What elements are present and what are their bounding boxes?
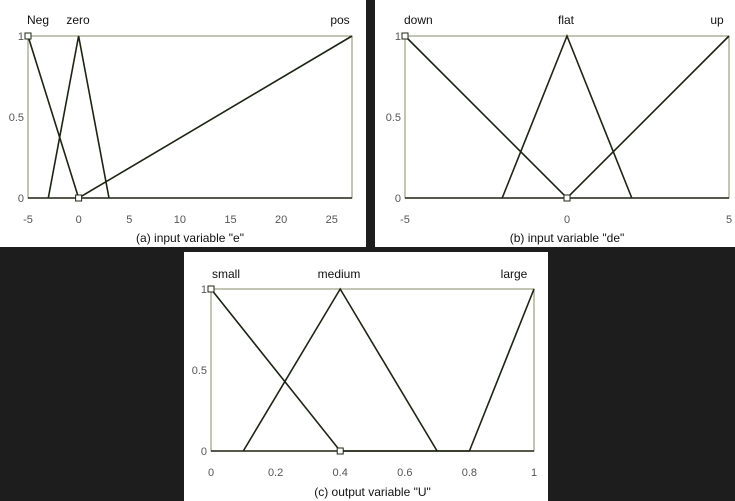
x-tick-label: 0 (564, 214, 570, 226)
axes-frame (27, 35, 353, 199)
y-tick-label: 1 (395, 31, 401, 43)
y-tick-label: 1 (18, 31, 24, 43)
mf-line-down (404, 35, 729, 199)
axes-frame (210, 288, 535, 452)
y-tick-label: 0 (18, 193, 24, 205)
x-tick-label: 0.8 (462, 467, 477, 479)
x-tick-label: 5 (126, 214, 132, 226)
selected-point-marker (75, 194, 83, 202)
mf-label-down: down (404, 13, 433, 27)
x-tick-label: 1 (531, 467, 537, 479)
x-tick-label: 0 (76, 214, 82, 226)
mf-line-small (210, 288, 534, 452)
x-tick-label: 0 (208, 467, 214, 479)
mf-label-up: up (710, 13, 724, 27)
chart-u: 0 0.5 1 0 0.2 0.4 0.6 0.8 1 small medium large (c) o… (192, 267, 537, 499)
selected-point-marker (563, 194, 571, 202)
y-tick-label: 0.5 (192, 365, 207, 377)
y-tick-label: 1 (201, 284, 207, 296)
chart-panel-e: 0 0.5 1 -5 0 5 10 15 20 25 Neg zero pos (a) input var… (0, 0, 366, 247)
mf-line-pos (28, 35, 353, 199)
mf-label-pos: pos (330, 13, 349, 27)
chart-de: 0 0.5 1 -5 0 5 down flat up (b) input variable "d… (386, 13, 732, 245)
mf-line-up (405, 35, 730, 199)
x-tick-label: 5 (726, 214, 732, 226)
label-marker (207, 285, 215, 293)
mf-label-zero: zero (66, 13, 90, 27)
mf-line-neg (27, 35, 352, 199)
y-tick-label: 0 (395, 193, 401, 205)
x-tick-label: 0.6 (397, 467, 412, 479)
x-tick-label: 0.4 (333, 467, 348, 479)
mf-label-medium: medium (318, 267, 361, 281)
y-tick-label: 0.5 (386, 112, 401, 124)
chart-panel-u: 0 0.5 1 0 0.2 0.4 0.6 0.8 1 small medium large (c) o… (184, 252, 548, 501)
x-tick-label: 20 (275, 214, 287, 226)
mf-line-medium (242, 287, 438, 452)
y-tick-label: 0.5 (9, 112, 24, 124)
mf-label-neg: Neg (27, 13, 49, 27)
label-marker (401, 32, 409, 40)
selected-point-marker (336, 447, 344, 455)
x-tick-label: -5 (400, 214, 410, 226)
chart-caption: (a) input variable "e" (136, 231, 244, 245)
mf-line-flat (501, 33, 633, 199)
chart-e: 0 0.5 1 -5 0 5 10 15 20 25 Neg zero pos (a) input var… (9, 13, 353, 245)
x-tick-label: 0.2 (268, 467, 283, 479)
x-tick-label: 25 (326, 214, 338, 226)
mf-line-zero (47, 35, 110, 199)
chart-caption: (c) output variable "U" (314, 485, 431, 499)
mf-line-large (211, 288, 535, 452)
mf-label-flat: flat (558, 13, 575, 27)
x-tick-label: 10 (174, 214, 186, 226)
axes-frame (404, 35, 730, 199)
label-marker (24, 32, 32, 40)
chart-panel-de: 0 0.5 1 -5 0 5 down flat up (b) input variable "d… (375, 0, 735, 247)
chart-caption: (b) input variable "de" (510, 231, 625, 245)
x-tick-label: -5 (23, 214, 33, 226)
x-tick-label: 15 (224, 214, 236, 226)
mf-label-small: small (212, 267, 240, 281)
mf-label-large: large (501, 267, 528, 281)
y-tick-label: 0 (201, 446, 207, 458)
